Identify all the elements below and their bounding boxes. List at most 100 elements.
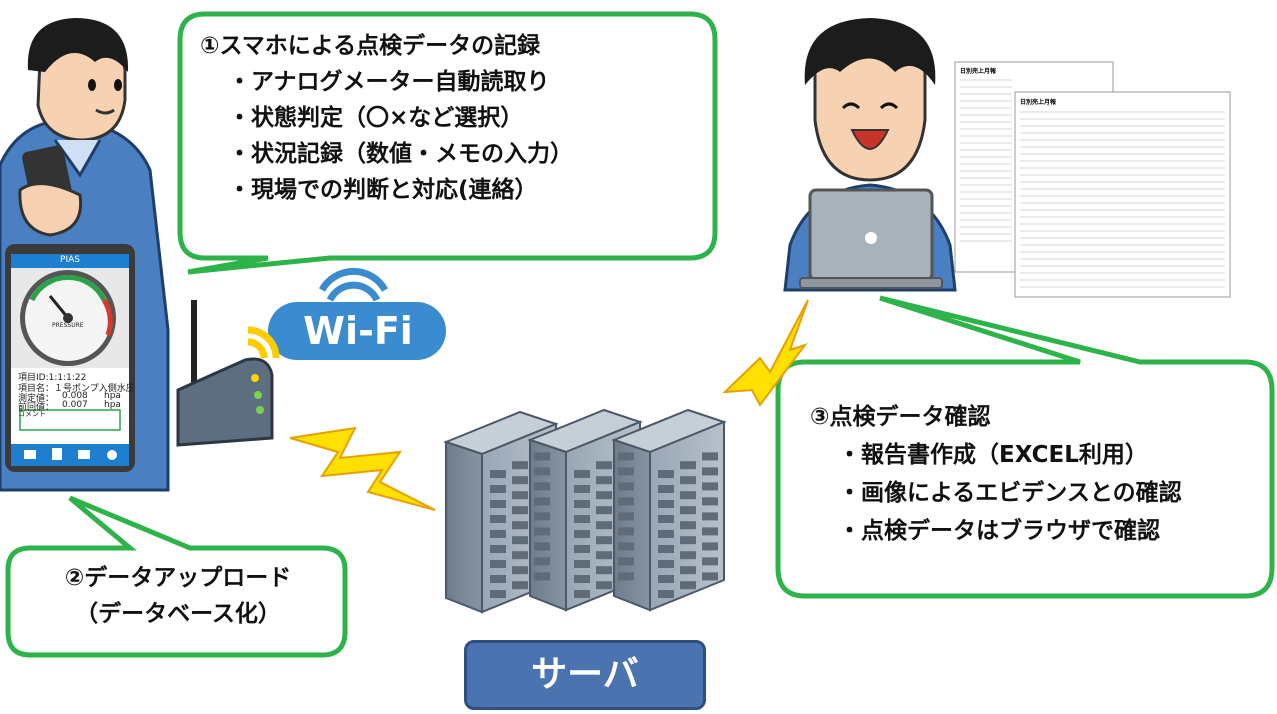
server-slot xyxy=(596,551,612,560)
bubble-3-item: ・点検データはブラウザで確認 xyxy=(838,518,1160,544)
server-slot xyxy=(490,485,506,493)
server-slot xyxy=(596,476,612,485)
prev-label: 前回値： xyxy=(18,403,55,413)
server-slot xyxy=(702,572,718,581)
server-slot xyxy=(574,485,590,493)
server-slot xyxy=(534,467,550,476)
server-slot xyxy=(574,530,590,538)
bubble-3-item: ・報告書作成（EXCEL利用） xyxy=(838,442,1148,468)
speech-bubble-2 xyxy=(5,495,348,658)
report-document xyxy=(954,61,1231,298)
bubble-1-item: ・状態判定（〇×など選択） xyxy=(228,105,524,131)
server-slot xyxy=(680,551,696,560)
server-slot xyxy=(574,545,590,553)
server-slot xyxy=(512,551,528,560)
server-slot xyxy=(618,542,634,551)
bubble-1-text: ①スマホによる点検データの記録 ・アナログメーター自動読取り ・状態判定（〇×な… xyxy=(200,28,680,208)
speech-bubble-3 xyxy=(775,295,1275,599)
speech-bubble-1 xyxy=(177,11,718,275)
server-slot xyxy=(658,500,674,508)
server-slot xyxy=(534,557,550,566)
server-slot xyxy=(618,452,634,461)
server-slot xyxy=(534,497,550,506)
server-slot xyxy=(658,545,674,553)
server-slot xyxy=(702,557,718,566)
server-slot xyxy=(680,461,696,470)
server-slot xyxy=(490,545,506,553)
wifi-label: Wi-Fi xyxy=(303,309,413,353)
prev-unit: hpa xyxy=(104,400,121,410)
server-slot xyxy=(574,470,590,478)
server-slot xyxy=(618,572,634,581)
server-slot xyxy=(512,566,528,575)
bubble-1-item: ・状況記録（数値・メモの入力） xyxy=(228,141,573,167)
measured-label: 測定値： xyxy=(18,394,55,404)
server-slot xyxy=(702,542,718,551)
server-slot xyxy=(702,452,718,461)
server-slot xyxy=(596,521,612,530)
server-slot xyxy=(490,590,506,598)
server-slot xyxy=(534,482,550,491)
server-slot xyxy=(512,491,528,500)
report-title-front: 日別売上月報 xyxy=(1020,99,1057,106)
server-slot xyxy=(658,560,674,568)
server-slot xyxy=(596,461,612,470)
server-slot xyxy=(680,506,696,515)
server-slot xyxy=(490,560,506,568)
server-slot xyxy=(680,566,696,575)
server-slot xyxy=(512,521,528,530)
server-slot xyxy=(574,575,590,583)
server-slot xyxy=(534,512,550,521)
bubble-2-text: ②データアップロード （データベース化） xyxy=(28,560,328,632)
server-slot xyxy=(702,512,718,521)
server-slot xyxy=(658,485,674,493)
gauge-label: PRESSURE xyxy=(52,322,84,329)
server-slot xyxy=(702,467,718,476)
server-slot xyxy=(702,482,718,491)
server-slot xyxy=(490,470,506,478)
lightning-bolt-right xyxy=(722,299,809,407)
server-slot xyxy=(658,575,674,583)
comment-label: コメント xyxy=(18,410,46,418)
server-slot xyxy=(680,536,696,545)
server-label: サーバ xyxy=(464,640,706,710)
server-slot xyxy=(618,482,634,491)
server-slot xyxy=(574,515,590,523)
server-slot xyxy=(680,581,696,590)
bubble-3-title: ③点検データ確認 xyxy=(810,404,991,430)
bubble-1-item: ・現場での判断と対応(連絡） xyxy=(228,177,538,203)
server-slot xyxy=(596,506,612,515)
server-slot xyxy=(512,581,528,590)
bubble-3-item: ・画像によるエビデンスとの確認 xyxy=(838,480,1182,506)
server-slot xyxy=(490,530,506,538)
bubble-1-title: ①スマホによる点検データの記録 xyxy=(200,33,541,59)
server-slot xyxy=(596,566,612,575)
server-slots xyxy=(490,452,718,598)
server-slot xyxy=(618,557,634,566)
server-slot xyxy=(618,512,634,521)
server-slot xyxy=(658,590,674,598)
server-slot xyxy=(512,536,528,545)
report-title-back: 日別売上月報 xyxy=(960,68,997,75)
lightning-bolt-left xyxy=(289,426,436,511)
prev-value: 0.007 xyxy=(62,400,88,410)
server-slot xyxy=(618,467,634,476)
server-slot xyxy=(680,476,696,485)
server-slot xyxy=(534,527,550,536)
server-slot xyxy=(490,515,506,523)
item-name: 項目名：１号ポンプ入側水圧 xyxy=(18,384,135,394)
server-slot xyxy=(512,461,528,470)
server-slot xyxy=(596,491,612,500)
server-slot xyxy=(574,560,590,568)
server-slot xyxy=(490,575,506,583)
server-slot xyxy=(574,500,590,508)
server-slot xyxy=(702,527,718,536)
measured-value: 0.008 xyxy=(62,391,88,401)
wifi-logo xyxy=(247,267,446,360)
wifi-router xyxy=(176,300,274,447)
server-slot xyxy=(596,536,612,545)
server-slot xyxy=(534,542,550,551)
server-slot xyxy=(490,500,506,508)
server-slot xyxy=(512,506,528,515)
